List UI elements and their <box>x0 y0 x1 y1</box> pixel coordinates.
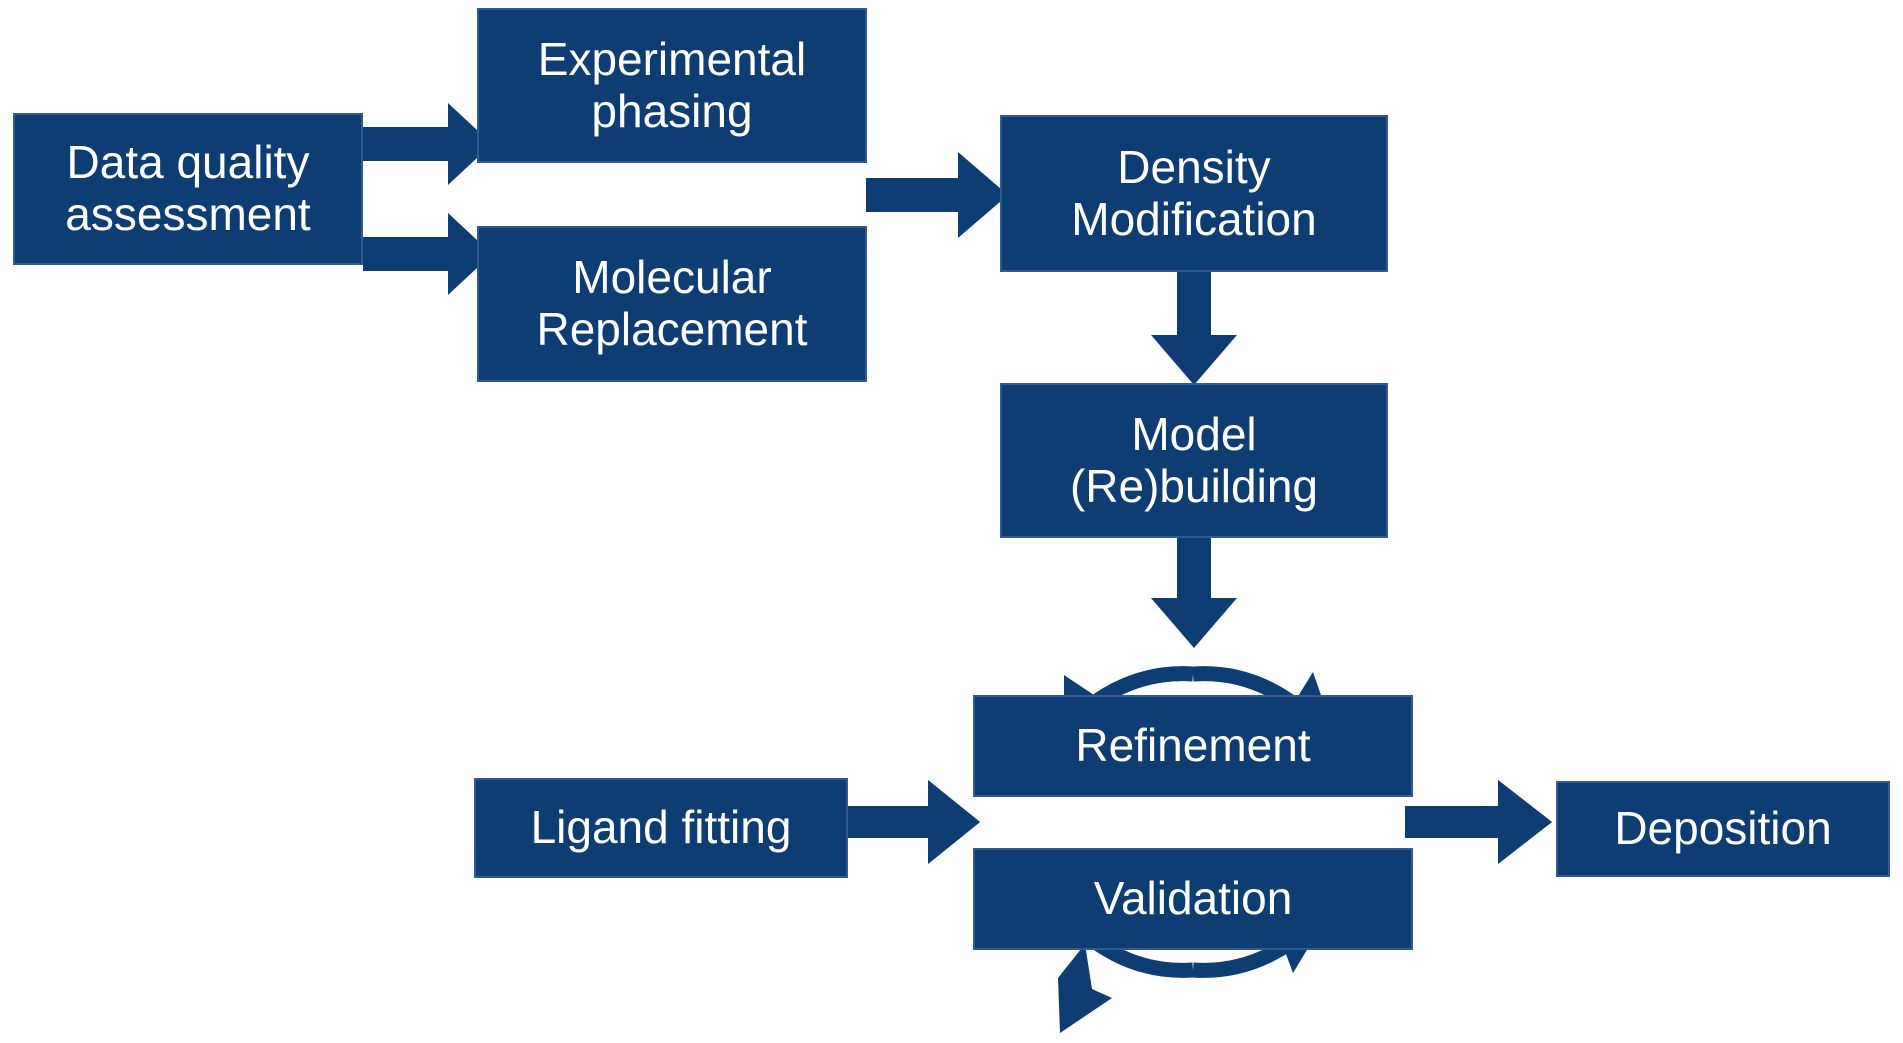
node-model-rebuilding[interactable]: Model (Re)building <box>1000 383 1388 538</box>
arrow-cycle-to-deposition <box>1405 780 1552 864</box>
node-refinement[interactable]: Refinement <box>973 695 1413 797</box>
cycle-arrowhead-bottom-left <box>1058 944 1112 1033</box>
node-deposition[interactable]: Deposition <box>1556 781 1890 877</box>
arrow-density-modification-to-model-rebuilding <box>1151 272 1237 385</box>
node-validation[interactable]: Validation <box>973 848 1413 950</box>
arrow-phasing-to-density-modification <box>866 152 1008 238</box>
node-molecular-replacement[interactable]: Molecular Replacement <box>477 226 867 382</box>
node-data-quality-assessment[interactable]: Data quality assessment <box>13 113 363 265</box>
node-ligand-fitting[interactable]: Ligand fitting <box>474 778 848 878</box>
arrow-dqa-to-experimental-phasing <box>363 103 492 185</box>
arrow-ligand-fitting-to-cycle <box>848 780 980 864</box>
arrow-model-rebuilding-to-cycle <box>1151 538 1237 648</box>
node-experimental-phasing[interactable]: Experimental phasing <box>477 8 867 163</box>
arrow-deposition-tail <box>1405 780 1552 864</box>
arrow-dqa-to-molecular-replacement <box>363 213 492 295</box>
arrow-ligand-fitting-tip <box>848 780 980 864</box>
node-density-modification[interactable]: Density Modification <box>1000 115 1388 272</box>
